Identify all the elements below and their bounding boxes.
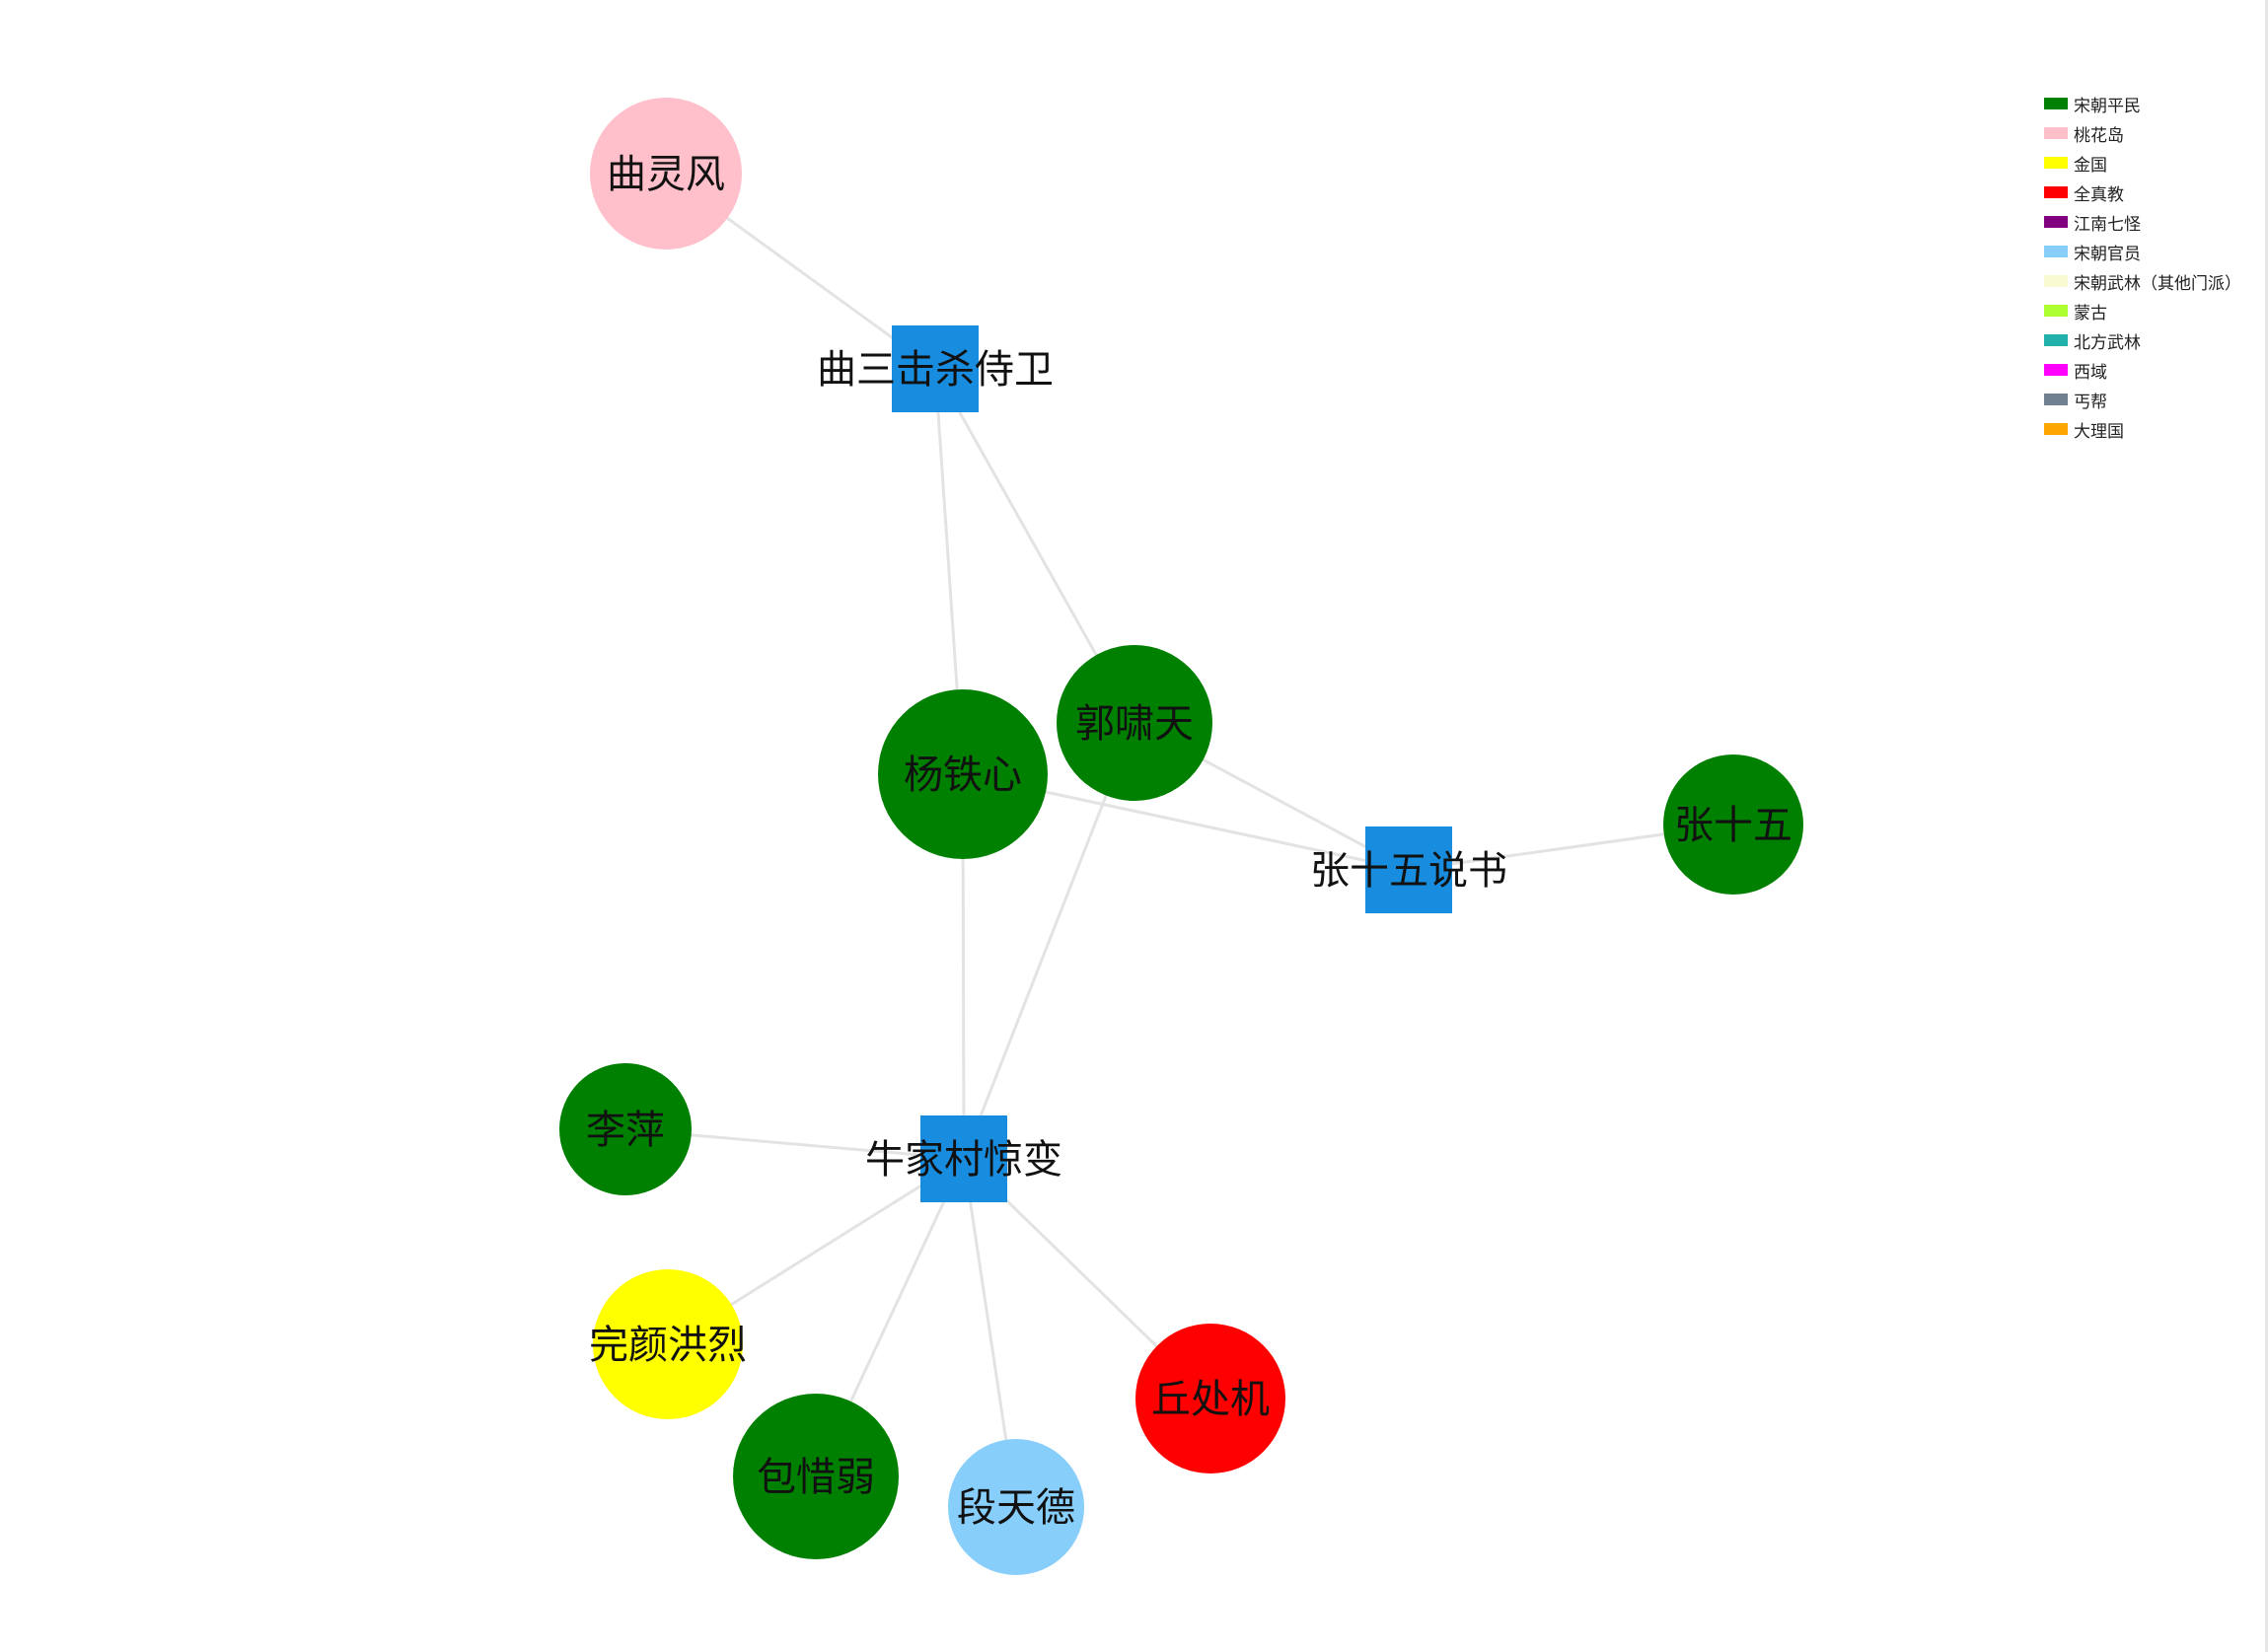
person-label: 杨铁心 (904, 753, 1022, 798)
legend-swatch (2044, 127, 2068, 139)
legend-swatch (2044, 186, 2068, 198)
person-node[interactable]: 段天德 (948, 1439, 1084, 1575)
person-node[interactable]: 李萍 (559, 1063, 692, 1195)
legend-label: 江南七怪 (2074, 214, 2141, 235)
event-node[interactable]: 牛家村惊变 (865, 1115, 1062, 1202)
person-node[interactable]: 郭啸天 (1057, 645, 1212, 801)
legend-label: 桃花岛 (2074, 125, 2124, 146)
event-square[interactable] (1365, 826, 1452, 913)
legend-item: 桃花岛 (2044, 118, 2241, 148)
legend-label: 丐帮 (2074, 392, 2107, 412)
person-label: 丘处机 (1151, 1377, 1270, 1422)
person-node[interactable]: 丘处机 (1135, 1324, 1285, 1473)
event-label: 张十五说书 (1310, 848, 1507, 894)
legend-label: 西域 (2074, 362, 2107, 383)
person-label: 张十五 (1674, 803, 1792, 848)
person-circle[interactable] (559, 1063, 692, 1195)
legend-item: 西域 (2044, 355, 2241, 385)
event-node[interactable]: 张十五说书 (1310, 826, 1507, 913)
person-node[interactable]: 完颜洪烈 (589, 1269, 747, 1419)
person-node[interactable]: 包惜弱 (733, 1394, 899, 1559)
person-circle[interactable] (1057, 645, 1212, 801)
person-label: 郭啸天 (1075, 701, 1194, 747)
person-circle[interactable] (878, 689, 1048, 859)
event-label: 曲三击杀侍卫 (817, 347, 1054, 393)
legend-swatch (2044, 98, 2068, 109)
legend-swatch (2044, 305, 2068, 317)
legend-item: 北方武林 (2044, 325, 2241, 355)
person-node[interactable]: 张十五 (1663, 754, 1803, 895)
legend-item: 全真教 (2044, 178, 2241, 207)
legend-label: 蒙古 (2074, 303, 2107, 323)
legend-swatch (2044, 423, 2068, 435)
legend-label: 宋朝官员 (2074, 244, 2141, 264)
person-label: 完颜洪烈 (589, 1323, 747, 1368)
legend-swatch (2044, 334, 2068, 346)
legend-item: 宋朝武林（其他门派） (2044, 266, 2241, 296)
event-node[interactable]: 曲三击杀侍卫 (817, 325, 1054, 412)
legend-item: 宋朝官员 (2044, 237, 2241, 266)
legend-swatch (2044, 275, 2068, 287)
event-square[interactable] (920, 1115, 1007, 1202)
person-circle[interactable] (593, 1269, 743, 1419)
person-circle[interactable] (1135, 1324, 1285, 1473)
person-node[interactable]: 曲灵风 (590, 98, 742, 250)
legend-item: 大理国 (2044, 414, 2241, 444)
legend-label: 宋朝平民 (2074, 96, 2141, 116)
legend-swatch (2044, 364, 2068, 376)
event-label: 牛家村惊变 (865, 1137, 1062, 1183)
person-circle[interactable] (733, 1394, 899, 1559)
person-label: 段天德 (957, 1485, 1075, 1531)
edge-p2-e3 (962, 722, 1136, 1160)
legend-item: 江南七怪 (2044, 207, 2241, 237)
person-circle[interactable] (590, 98, 742, 250)
person-label: 李萍 (586, 1108, 665, 1153)
person-label: 包惜弱 (757, 1455, 875, 1500)
person-circle[interactable] (1663, 754, 1803, 895)
legend-item: 金国 (2044, 148, 2241, 178)
legend-swatch (2044, 246, 2068, 257)
scrollbar[interactable] (2265, 0, 2268, 1652)
legend-item: 丐帮 (2044, 385, 2241, 414)
event-square[interactable] (892, 325, 979, 412)
legend-label: 北方武林 (2074, 332, 2141, 353)
legend-label: 宋朝武林（其他门派） (2074, 273, 2241, 294)
edge-layer (624, 172, 1734, 1508)
person-node[interactable]: 杨铁心 (878, 689, 1048, 859)
legend-item: 宋朝平民 (2044, 89, 2241, 118)
legend-item: 蒙古 (2044, 296, 2241, 325)
person-circle[interactable] (948, 1439, 1084, 1575)
legend-swatch (2044, 157, 2068, 169)
legend-label: 大理国 (2074, 421, 2124, 442)
legend-label: 金国 (2074, 155, 2107, 176)
person-label: 曲灵风 (607, 152, 725, 197)
legend-label: 全真教 (2074, 184, 2124, 205)
legend-swatch (2044, 216, 2068, 228)
faction-legend: 宋朝平民桃花岛金国全真教江南七怪宋朝官员宋朝武林（其他门派） 蒙古北方武林西域丐帮… (2044, 89, 2241, 444)
legend-swatch (2044, 394, 2068, 405)
